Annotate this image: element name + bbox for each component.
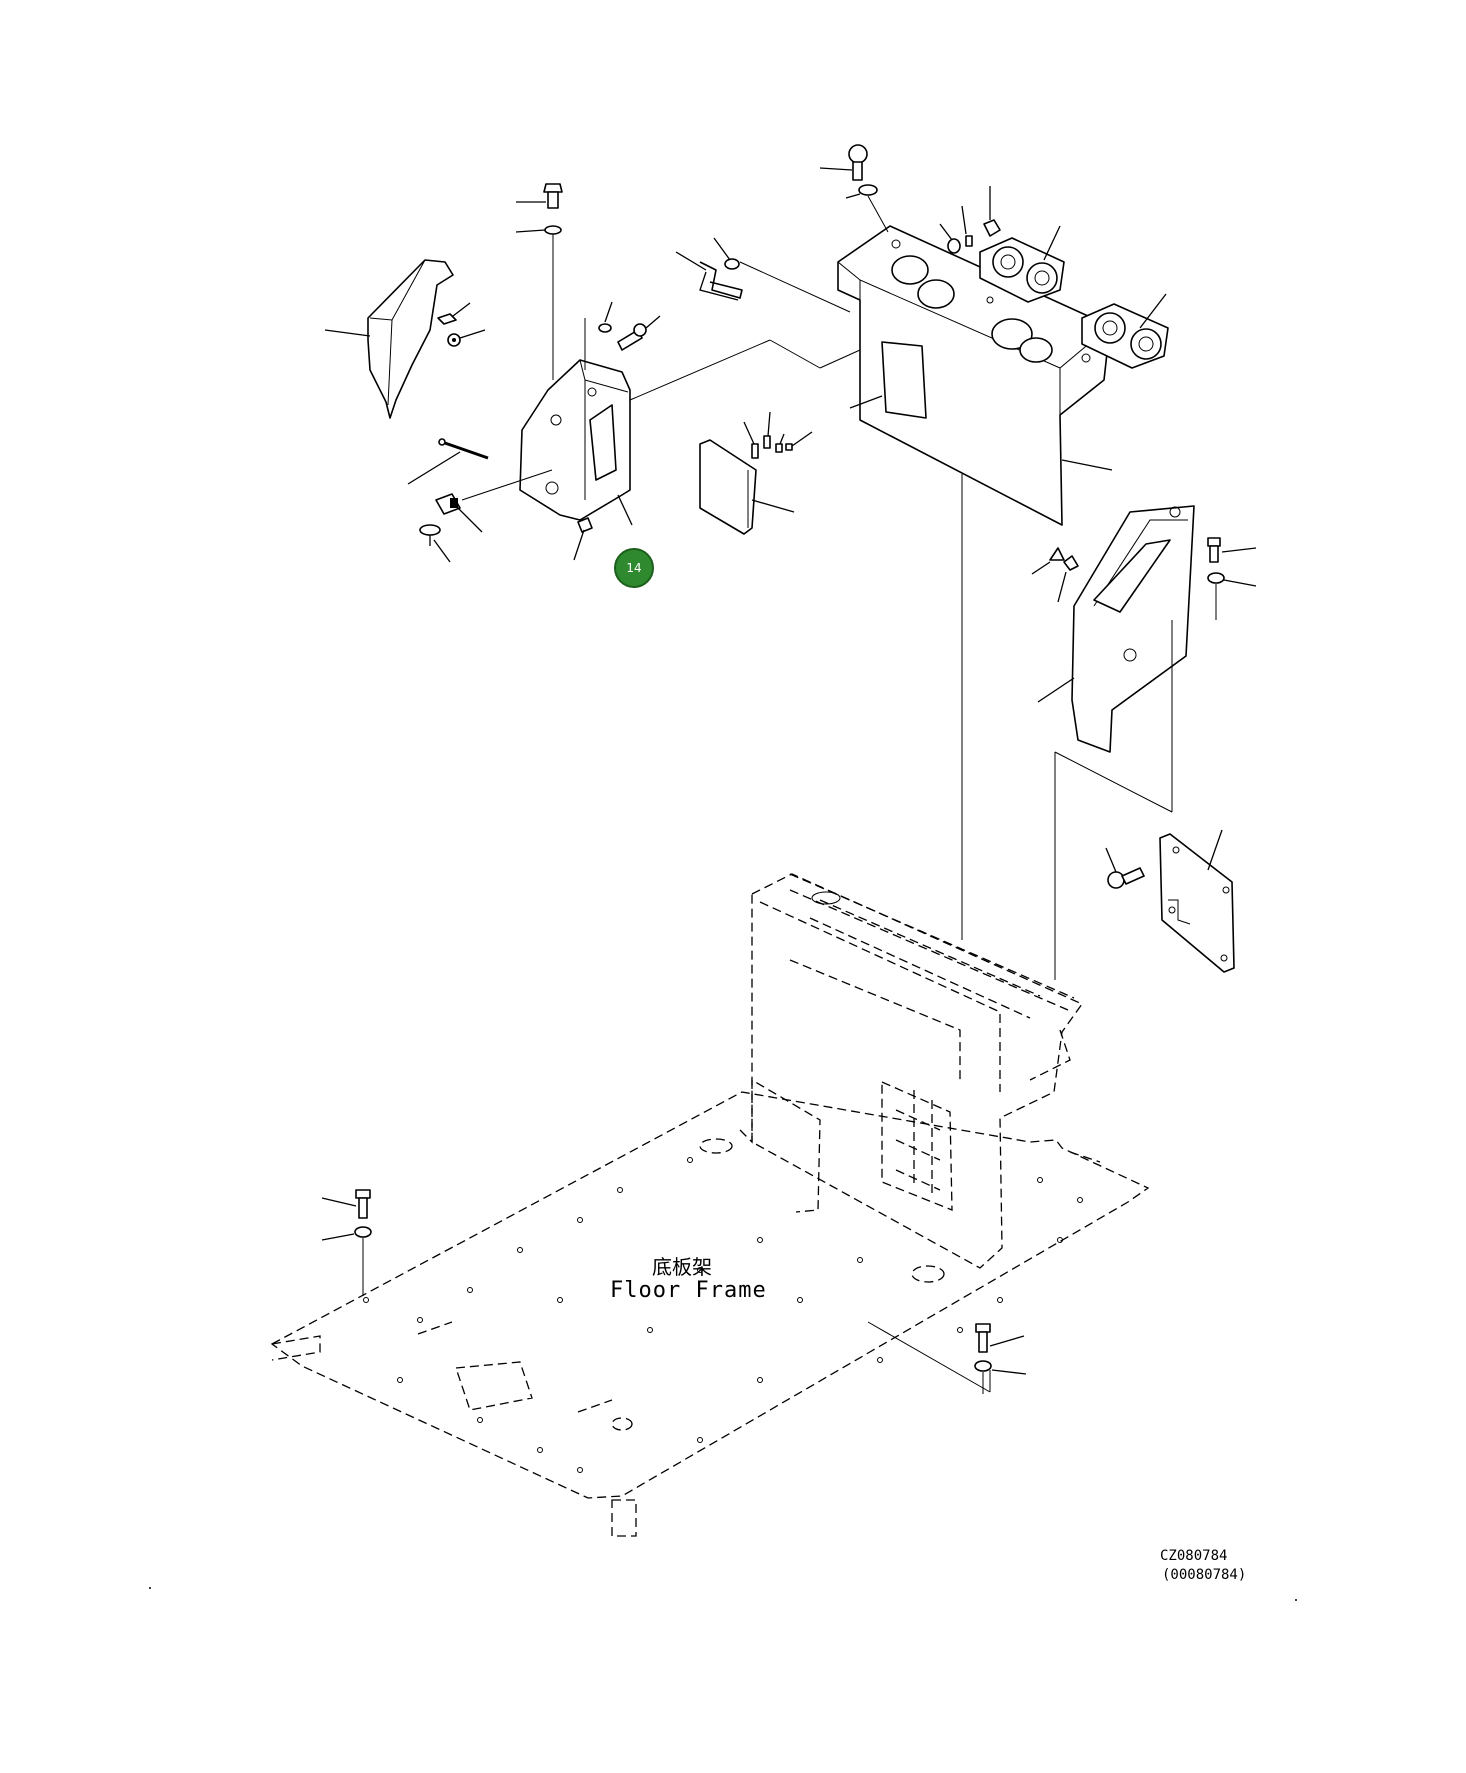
left-fender-cover xyxy=(324,259,454,419)
control-board xyxy=(1159,829,1235,973)
bolt-part xyxy=(1207,537,1257,620)
right-side-panel xyxy=(1037,505,1195,753)
bolt-part xyxy=(974,1323,1027,1394)
clip-part xyxy=(1031,547,1079,603)
latch-part xyxy=(419,469,593,563)
pin-part xyxy=(407,438,489,485)
callout-badge[interactable]: 14 xyxy=(614,548,654,588)
rear-panel xyxy=(837,225,1113,526)
floor-frame-label-en: Floor Frame xyxy=(610,1278,767,1303)
speaker-unit xyxy=(1081,293,1169,369)
floor-frame-label-cn: 底板架 xyxy=(652,1255,712,1279)
speaker-unit xyxy=(979,225,1065,303)
clip-part xyxy=(437,302,486,347)
bolt-part xyxy=(584,301,661,370)
drawing-code: CZ080784 xyxy=(1160,1548,1228,1564)
console-base xyxy=(739,873,1083,1269)
left-bracket xyxy=(519,359,633,526)
bolt-part xyxy=(819,144,889,233)
drawing-code-secondary: (00080784) xyxy=(1162,1567,1247,1583)
callout-number: 14 xyxy=(626,561,642,575)
u-bolt-part xyxy=(675,237,851,313)
screw-part xyxy=(743,411,813,459)
floor-frame xyxy=(270,1091,1150,1537)
frame-holes xyxy=(363,1157,1083,1473)
bolt-part xyxy=(1105,847,1145,889)
cover-plate xyxy=(699,439,795,535)
bolt-part xyxy=(515,183,563,380)
nut-part xyxy=(939,186,1001,254)
bolt-part xyxy=(321,1189,372,1296)
